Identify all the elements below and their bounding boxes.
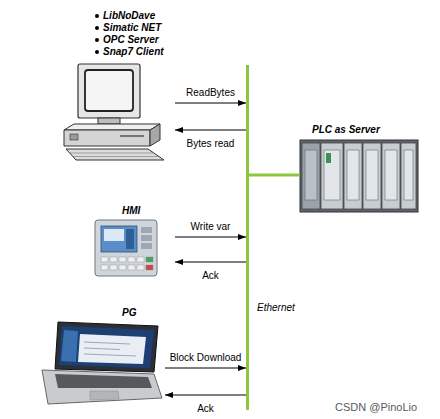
status-led	[326, 153, 331, 163]
device-label: Ethernet	[257, 302, 295, 314]
plc-rack	[300, 140, 418, 212]
monitor-housing	[78, 64, 140, 118]
message-arrow	[165, 368, 246, 369]
library-name: LibNoDave	[103, 10, 155, 22]
panel-key	[128, 257, 135, 262]
device-label: PLC as Server	[312, 124, 380, 136]
case-front	[64, 130, 150, 146]
screen-window	[104, 229, 124, 241]
touchpad	[90, 391, 119, 400]
keyboard	[66, 149, 164, 160]
ethernet-branch	[249, 174, 300, 177]
panel-key	[119, 257, 126, 262]
message-label: ReadBytes	[186, 87, 235, 99]
library-name: OPC Server	[103, 34, 159, 46]
panel-key	[101, 265, 108, 270]
panel-screen	[101, 226, 137, 252]
monitor-stand	[98, 118, 120, 124]
laptop-base	[42, 370, 162, 404]
case-top	[64, 124, 160, 130]
ethernet-bus: Ethernet	[246, 65, 249, 410]
bullet-dot	[95, 50, 99, 54]
library-name: Simatic NET	[103, 22, 161, 34]
screen-line	[84, 348, 120, 350]
laptop-illustration	[42, 322, 162, 404]
io-module	[363, 143, 381, 209]
power-module	[302, 143, 320, 209]
keyboard-row	[70, 153, 153, 154]
message-label: Ack	[197, 403, 214, 415]
message-label: Write var	[191, 221, 231, 233]
plc-server: PLC as Server	[300, 140, 418, 212]
message-arrow	[165, 395, 246, 396]
desktop-computer	[64, 64, 164, 160]
cpu-module	[321, 143, 343, 209]
io-module	[401, 143, 416, 209]
monitor-screen	[85, 70, 133, 111]
screen-window	[78, 334, 146, 364]
panel-key	[110, 257, 117, 262]
screen-sidebar	[61, 330, 78, 362]
panel-key	[141, 243, 152, 249]
laptop-keyboard	[55, 374, 152, 388]
panel-key	[119, 265, 126, 270]
module-front	[347, 150, 359, 200]
bullet-dot	[95, 26, 99, 30]
device-label: PG	[122, 307, 136, 319]
module-front	[366, 150, 378, 200]
library-name: Snap7 Client	[103, 46, 164, 58]
panel-key	[137, 265, 144, 270]
screen-line	[84, 342, 130, 344]
bullet-dot	[95, 14, 99, 18]
io-module	[382, 143, 400, 209]
client-computer: LibNoDaveSimatic NETOPC ServerSnap7 Clie…	[60, 62, 175, 160]
message-arrow	[175, 103, 246, 104]
drive-slot	[120, 135, 144, 137]
panel-key	[128, 265, 135, 270]
keyboard-row	[73, 156, 158, 157]
panel-key	[137, 257, 144, 262]
screen-bar	[126, 229, 134, 249]
panel-key	[146, 265, 153, 270]
panel-key	[141, 235, 152, 241]
panel-key	[101, 257, 108, 262]
laptop-lid	[55, 322, 158, 372]
message-label: Bytes read	[187, 138, 235, 150]
module-front	[404, 150, 413, 200]
bullet-dot	[95, 38, 99, 42]
panel-housing	[95, 220, 157, 276]
device-label: HMI	[122, 205, 140, 217]
screen-line	[84, 354, 136, 356]
message-arrow	[175, 130, 246, 131]
case-side	[150, 124, 160, 146]
module-front	[324, 150, 340, 200]
mounting-rail	[300, 140, 418, 212]
panel-key	[146, 257, 153, 262]
watermark: CSDN @PinoLio	[335, 401, 417, 414]
power-button	[70, 134, 78, 140]
panel-key	[110, 265, 117, 270]
message-arrow	[175, 262, 246, 263]
io-module	[344, 143, 362, 209]
module-front	[305, 150, 317, 200]
message-label: Block Download	[170, 352, 242, 364]
panel-key	[141, 227, 152, 233]
pg-laptop: PG	[40, 322, 165, 404]
module-front	[385, 150, 397, 200]
message-label: Ack	[202, 270, 219, 282]
laptop-screen	[59, 326, 154, 368]
hmi-panel-illustration	[95, 220, 157, 276]
hmi-panel: HMI	[95, 220, 175, 277]
message-arrow	[175, 237, 246, 238]
